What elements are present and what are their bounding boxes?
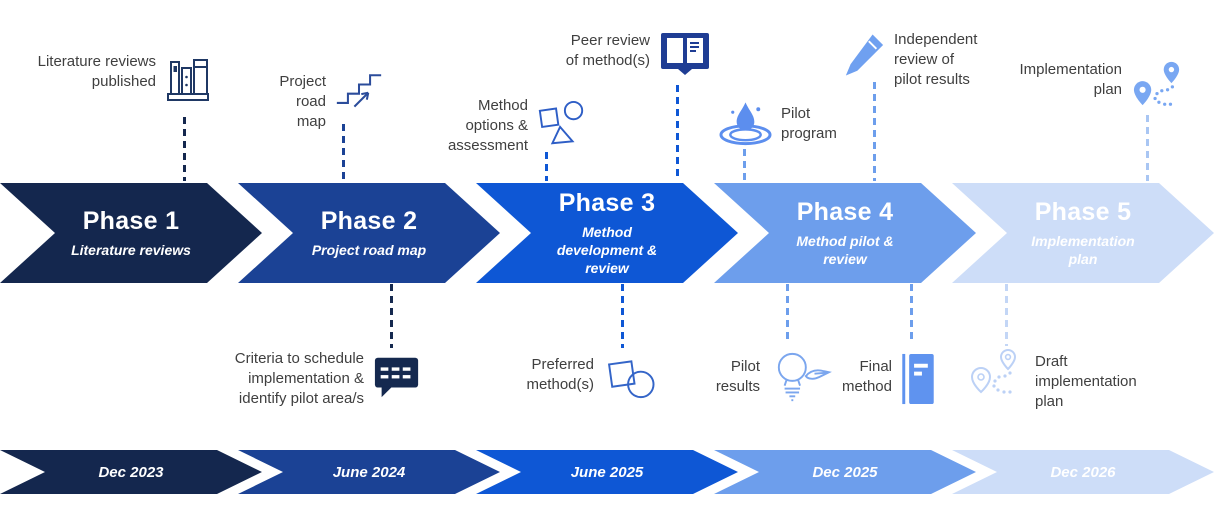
- connector-line: [786, 284, 789, 344]
- milestone-label: Implementation plan: [1019, 61, 1122, 98]
- milestone-label: Criteria to schedule implementation & id…: [234, 350, 364, 407]
- connector-line: [545, 152, 548, 181]
- speech-bubble-icon: [374, 357, 419, 398]
- milestone-preferred-methods: Preferred method(s): [512, 355, 661, 402]
- shapes-icon: [538, 100, 584, 145]
- phase-1-chevron: [0, 183, 262, 283]
- route-light-icon: [970, 348, 1017, 394]
- milestone-final-method: Final method: [836, 353, 935, 407]
- lightbulb-icon: [777, 352, 832, 402]
- milestone-label: Independent review of pilot results: [894, 31, 978, 88]
- connector-line: [342, 124, 345, 181]
- milestone-implementation-plan: Implementation plan: [1008, 60, 1183, 110]
- connector-line: [390, 284, 393, 348]
- milestone-draft-implementation-plan: Draft implementation plan: [968, 346, 1137, 411]
- open-book-icon: [661, 33, 709, 75]
- milestone-label: Pilot results: [715, 358, 760, 395]
- droplet-icon: [719, 102, 772, 146]
- connector-line: [1005, 284, 1008, 346]
- milestone-label: Draft implementation plan: [1035, 353, 1137, 410]
- milestone-label: Project road map: [279, 73, 326, 130]
- milestone-method-options: Method options & assessment: [438, 96, 587, 155]
- milestone-pilot-program: Pilot program: [719, 100, 837, 146]
- milestone-label: Method options & assessment: [447, 97, 528, 154]
- connector-line: [743, 149, 746, 181]
- milestone-project-road-map: Project road map: [272, 72, 383, 131]
- square-circle-icon: [607, 360, 655, 399]
- milestone-label: Pilot program: [781, 105, 837, 142]
- phase-5-chevron: [952, 183, 1214, 283]
- milestone-peer-review: Peer review of method(s): [560, 31, 711, 78]
- phase-2-chevron: [238, 183, 500, 283]
- books-icon: [167, 59, 209, 101]
- connector-line: [621, 284, 624, 348]
- pencil-icon: [845, 34, 884, 76]
- milestone-label: Final method: [841, 358, 892, 395]
- timeline-chevron-1: [0, 450, 262, 494]
- timeline-chevron-5: [952, 450, 1214, 494]
- connector-line: [873, 82, 876, 181]
- milestone-criteria-schedule: Criteria to schedule implementation & id…: [224, 349, 421, 408]
- connector-line: [183, 117, 186, 181]
- milestone-independent-review: Independent review of pilot results: [843, 30, 977, 89]
- phase-4-chevron: [714, 183, 976, 283]
- connector-line: [676, 85, 679, 181]
- route-icon: [1133, 61, 1180, 106]
- timeline-chevron-4: [714, 450, 976, 494]
- milestone-label: Preferred method(s): [526, 356, 594, 393]
- milestone-literature-reviews-published: Literature reviews published: [24, 52, 211, 104]
- milestone-label: Peer review of method(s): [565, 32, 650, 69]
- timeline-chevron-2: [238, 450, 500, 494]
- timeline-chevron-3: [476, 450, 738, 494]
- milestone-pilot-results: Pilot results: [696, 352, 833, 405]
- stairs-icon: [336, 74, 382, 108]
- phase-3-chevron: [476, 183, 738, 283]
- milestone-label: Literature reviews published: [37, 53, 156, 90]
- connector-line: [1146, 115, 1149, 181]
- connector-line: [910, 284, 913, 344]
- notebook-icon: [902, 353, 934, 405]
